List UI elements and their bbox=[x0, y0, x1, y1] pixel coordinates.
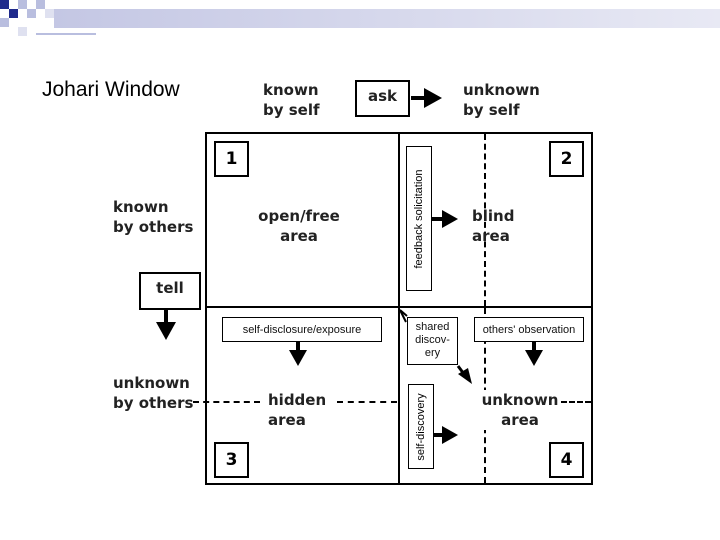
self-discovery-box: self-discovery bbox=[408, 384, 434, 469]
decor-square bbox=[45, 9, 54, 18]
decor-square bbox=[18, 0, 27, 9]
self-disclosure-box: self-disclosure/exposure bbox=[222, 317, 382, 342]
known-by-self-label: known by self bbox=[263, 80, 320, 120]
dashed-divider-left bbox=[193, 401, 260, 403]
others-observation-label: others' observation bbox=[482, 323, 576, 336]
unknown-area-label: unknown area bbox=[481, 390, 559, 430]
decor-square bbox=[9, 9, 18, 18]
open-area-label: open/free area bbox=[256, 206, 342, 246]
unknown-by-others-line-1: unknown bbox=[113, 374, 190, 392]
ask-box: ask bbox=[355, 80, 410, 117]
unknown-by-self-line-2: by self bbox=[463, 101, 520, 119]
decor-square bbox=[0, 0, 9, 9]
unknown-area-line-1: unknown bbox=[481, 391, 559, 409]
self-disclosure-label: self-disclosure/exposure bbox=[242, 323, 362, 336]
hidden-area-label: hidden area bbox=[268, 390, 326, 430]
known-by-others-line-2: by others bbox=[113, 218, 194, 236]
quadrant-2-number: 2 bbox=[549, 141, 584, 177]
feedback-arrow bbox=[432, 210, 458, 228]
shared-discovery-line-1: shared bbox=[415, 321, 450, 333]
known-by-self-line-2: by self bbox=[263, 101, 320, 119]
quadrant-1-number: 1 bbox=[214, 141, 249, 177]
self-discovery-arrow bbox=[434, 426, 458, 444]
decor-bar bbox=[54, 9, 720, 28]
tell-arrow bbox=[156, 310, 176, 340]
others-observation-arrow bbox=[525, 342, 543, 366]
quadrant-1-number-text: 1 bbox=[225, 149, 238, 169]
quadrant-3-number-text: 3 bbox=[225, 450, 238, 470]
decor-square bbox=[36, 0, 45, 9]
grid-vertical-divider bbox=[398, 132, 400, 485]
unknown-area-line-2: area bbox=[501, 411, 539, 429]
open-area-line-1: open/free bbox=[258, 207, 340, 225]
quadrant-2-number-text: 2 bbox=[560, 149, 573, 169]
feedback-solicitation-box: feedback solicitation bbox=[406, 146, 432, 291]
unknown-by-others-line-2: by others bbox=[113, 394, 194, 412]
decor-underline bbox=[36, 33, 96, 35]
ask-arrow bbox=[411, 88, 442, 108]
hidden-area-line-1: hidden bbox=[268, 391, 327, 409]
open-area-line-2: area bbox=[280, 227, 318, 245]
page-title: Johari Window bbox=[42, 78, 180, 101]
unknown-by-self-label: unknown by self bbox=[463, 80, 540, 120]
decor-square bbox=[27, 9, 36, 18]
others-observation-box: others' observation bbox=[474, 317, 584, 342]
known-by-self-line-1: known bbox=[263, 81, 319, 99]
unknown-by-others-label: unknown by others bbox=[113, 373, 193, 413]
shared-discovery-line-3: ery bbox=[424, 347, 441, 359]
unknown-by-self-line-1: unknown bbox=[463, 81, 540, 99]
grid-horizontal-divider bbox=[205, 306, 593, 308]
blind-area-line-1: blind bbox=[472, 207, 515, 225]
shared-discovery-line-2: discov- bbox=[415, 334, 450, 346]
quadrant-4-number: 4 bbox=[549, 442, 584, 478]
decor-square bbox=[18, 27, 27, 36]
shared-discovery-box: shared discov- ery bbox=[407, 317, 458, 365]
blind-area-line-2: area bbox=[472, 227, 510, 245]
quadrant-4-number-text: 4 bbox=[560, 450, 573, 470]
self-disclosure-arrow bbox=[289, 342, 307, 366]
quadrant-3-number: 3 bbox=[214, 442, 249, 478]
dashed-divider-right bbox=[561, 401, 591, 403]
known-by-others-label: known by others bbox=[113, 197, 193, 237]
hidden-area-line-2: area bbox=[268, 411, 306, 429]
shared-discovery-arrow bbox=[399, 309, 472, 384]
tell-label: tell bbox=[156, 279, 184, 297]
blind-area-label: blind area bbox=[472, 206, 514, 246]
dashed-divider-vertical-upper bbox=[484, 134, 486, 306]
decor-square bbox=[0, 18, 9, 27]
tell-box: tell bbox=[139, 272, 201, 310]
dashed-divider-mid bbox=[337, 401, 397, 403]
ask-label: ask bbox=[367, 86, 398, 105]
known-by-others-line-1: known bbox=[113, 198, 169, 216]
